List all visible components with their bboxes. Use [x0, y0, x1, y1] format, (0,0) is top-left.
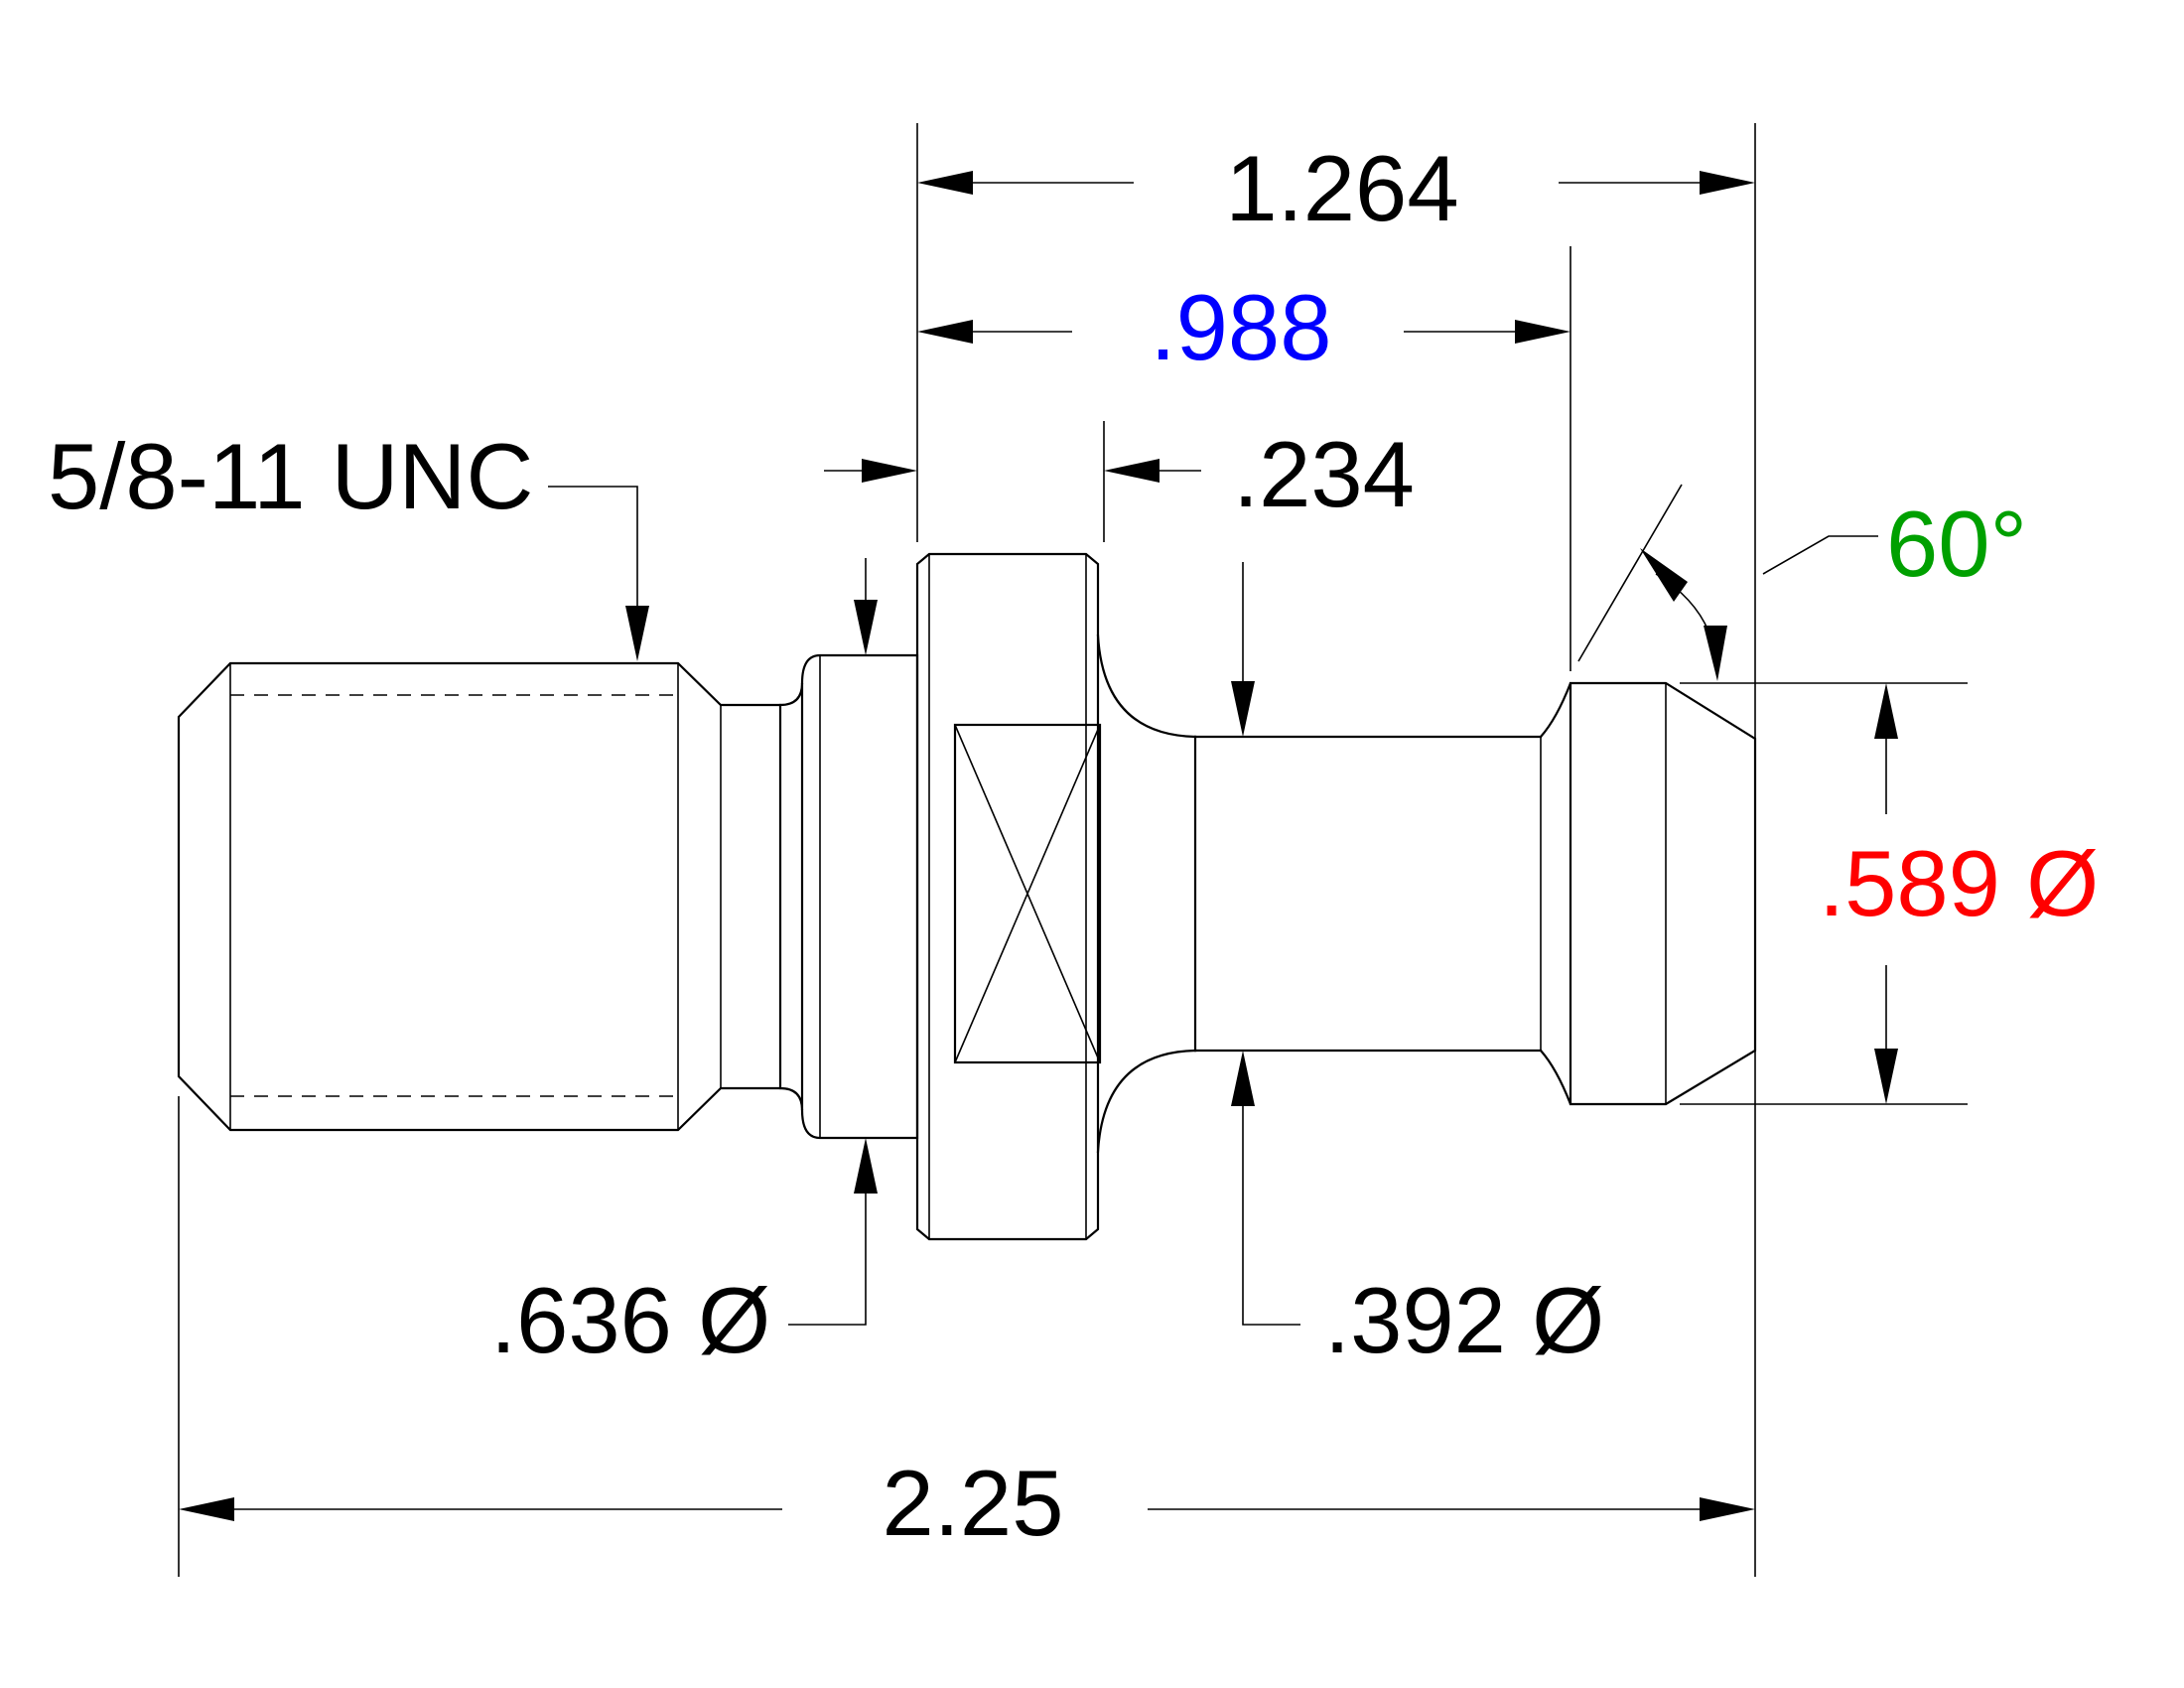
dim-234-label: .234 [1233, 422, 1415, 526]
dim-636: .636 Ø [490, 558, 878, 1372]
dim-392-label: .392 Ø [1324, 1268, 1604, 1372]
dim-1-264-label: 1.264 [1225, 136, 1458, 240]
dim-60-label: 60° [1886, 492, 2027, 596]
thread-callout: 5/8-11 UNC [48, 424, 649, 661]
dim-2-25-label: 2.25 [883, 1451, 1064, 1555]
dim-60-degree: 60° [1577, 484, 2027, 681]
dim-234: .234 [824, 422, 1415, 526]
dim-636-label: .636 Ø [490, 1268, 770, 1372]
thread-callout-label: 5/8-11 UNC [48, 424, 533, 528]
dim-392: .392 Ø [1231, 562, 1604, 1372]
dim-1-264: 1.264 [917, 136, 1755, 240]
dim-988-label: .988 [1151, 275, 1332, 379]
extension-lines [178, 123, 1968, 1577]
dim-2-25: 2.25 [179, 1451, 1755, 1555]
dim-988: .988 [917, 275, 1570, 379]
dim-589: .589 Ø [1819, 683, 2099, 1104]
part-outline [177, 552, 1757, 1241]
dim-589-label: .589 Ø [1819, 831, 2099, 935]
